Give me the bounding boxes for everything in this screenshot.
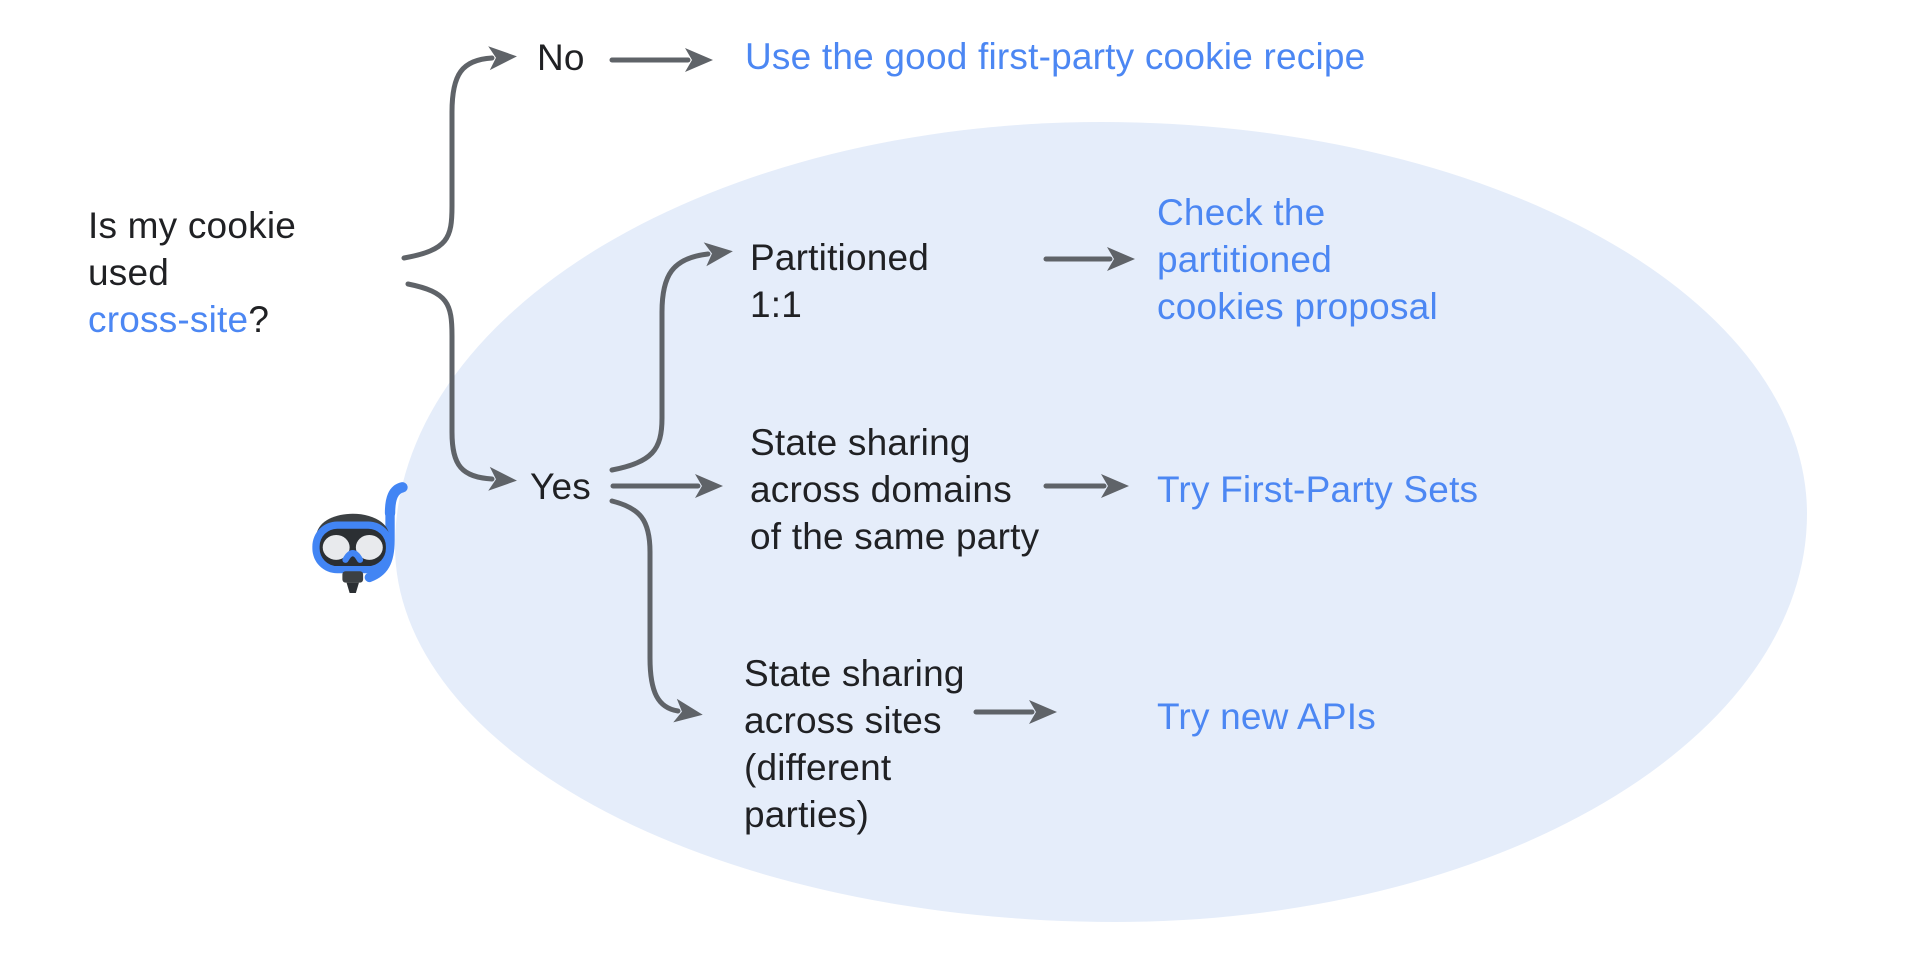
label-line: (different — [744, 747, 892, 788]
link-line[interactable]: partitioned — [1157, 239, 1332, 280]
connector-yes-to-partitioned — [609, 242, 733, 473]
label-line: 1:1 — [750, 284, 803, 325]
label-line: across domains — [750, 469, 1012, 510]
connector-question-to-no — [401, 46, 517, 261]
question-line: Is my cookie — [88, 205, 297, 246]
cross-site-highlight-ellipse — [395, 122, 1807, 922]
partitioned-cookies-proposal-link[interactable]: Check the partitioned cookies proposal — [1157, 189, 1438, 330]
first-party-recipe-link[interactable]: Use the good first-party cookie recipe — [745, 36, 1366, 77]
label-line: Partitioned — [750, 237, 930, 278]
label-line: State sharing — [750, 422, 971, 463]
yes-label: Yes — [530, 466, 591, 507]
diving-mask-icon — [312, 482, 408, 593]
connector-yes-to-sites — [609, 498, 703, 723]
link-line[interactable]: Check the — [1157, 192, 1326, 233]
connector-question-to-yes — [405, 281, 517, 491]
question-line: cross-site? — [88, 296, 296, 343]
link-line[interactable]: cookies proposal — [1157, 286, 1438, 327]
label-line: State sharing — [744, 653, 965, 694]
branch-partitioned-label: Partitioned 1:1 — [750, 234, 929, 328]
no-label: No — [537, 37, 585, 78]
branch-sites-label: State sharing across sites (different pa… — [744, 650, 965, 838]
label-line: parties) — [744, 794, 869, 835]
new-apis-link[interactable]: Try new APIs — [1157, 696, 1376, 737]
question-label: Is my cookie used cross-site? — [88, 202, 296, 343]
branch-domains-label: State sharing across domains of the same… — [750, 419, 1039, 560]
question-line: used — [88, 252, 170, 293]
label-line: of the same party — [750, 516, 1040, 557]
first-party-sets-link[interactable]: Try First-Party Sets — [1157, 469, 1479, 510]
cross-site-link[interactable]: cross-site — [88, 299, 249, 340]
question-suffix: ? — [248, 299, 270, 340]
label-line: across sites — [744, 700, 942, 741]
